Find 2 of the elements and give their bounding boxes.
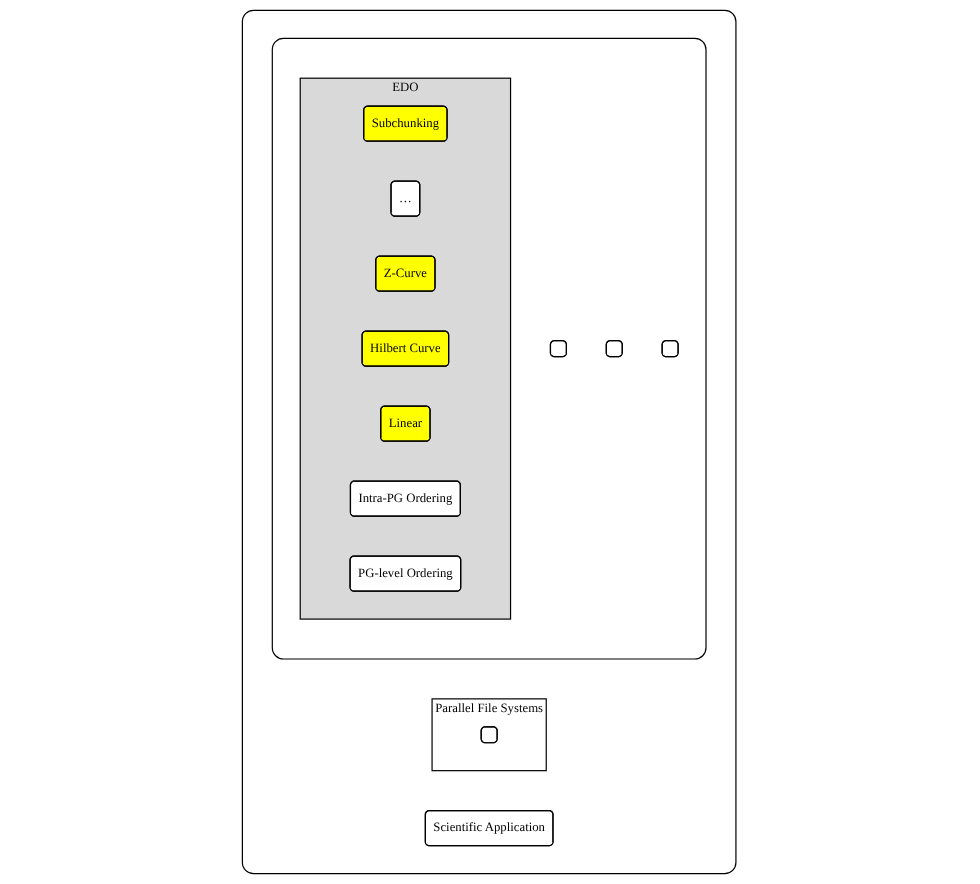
cluster: [272, 37, 708, 660]
cluster: [242, 9, 738, 875]
